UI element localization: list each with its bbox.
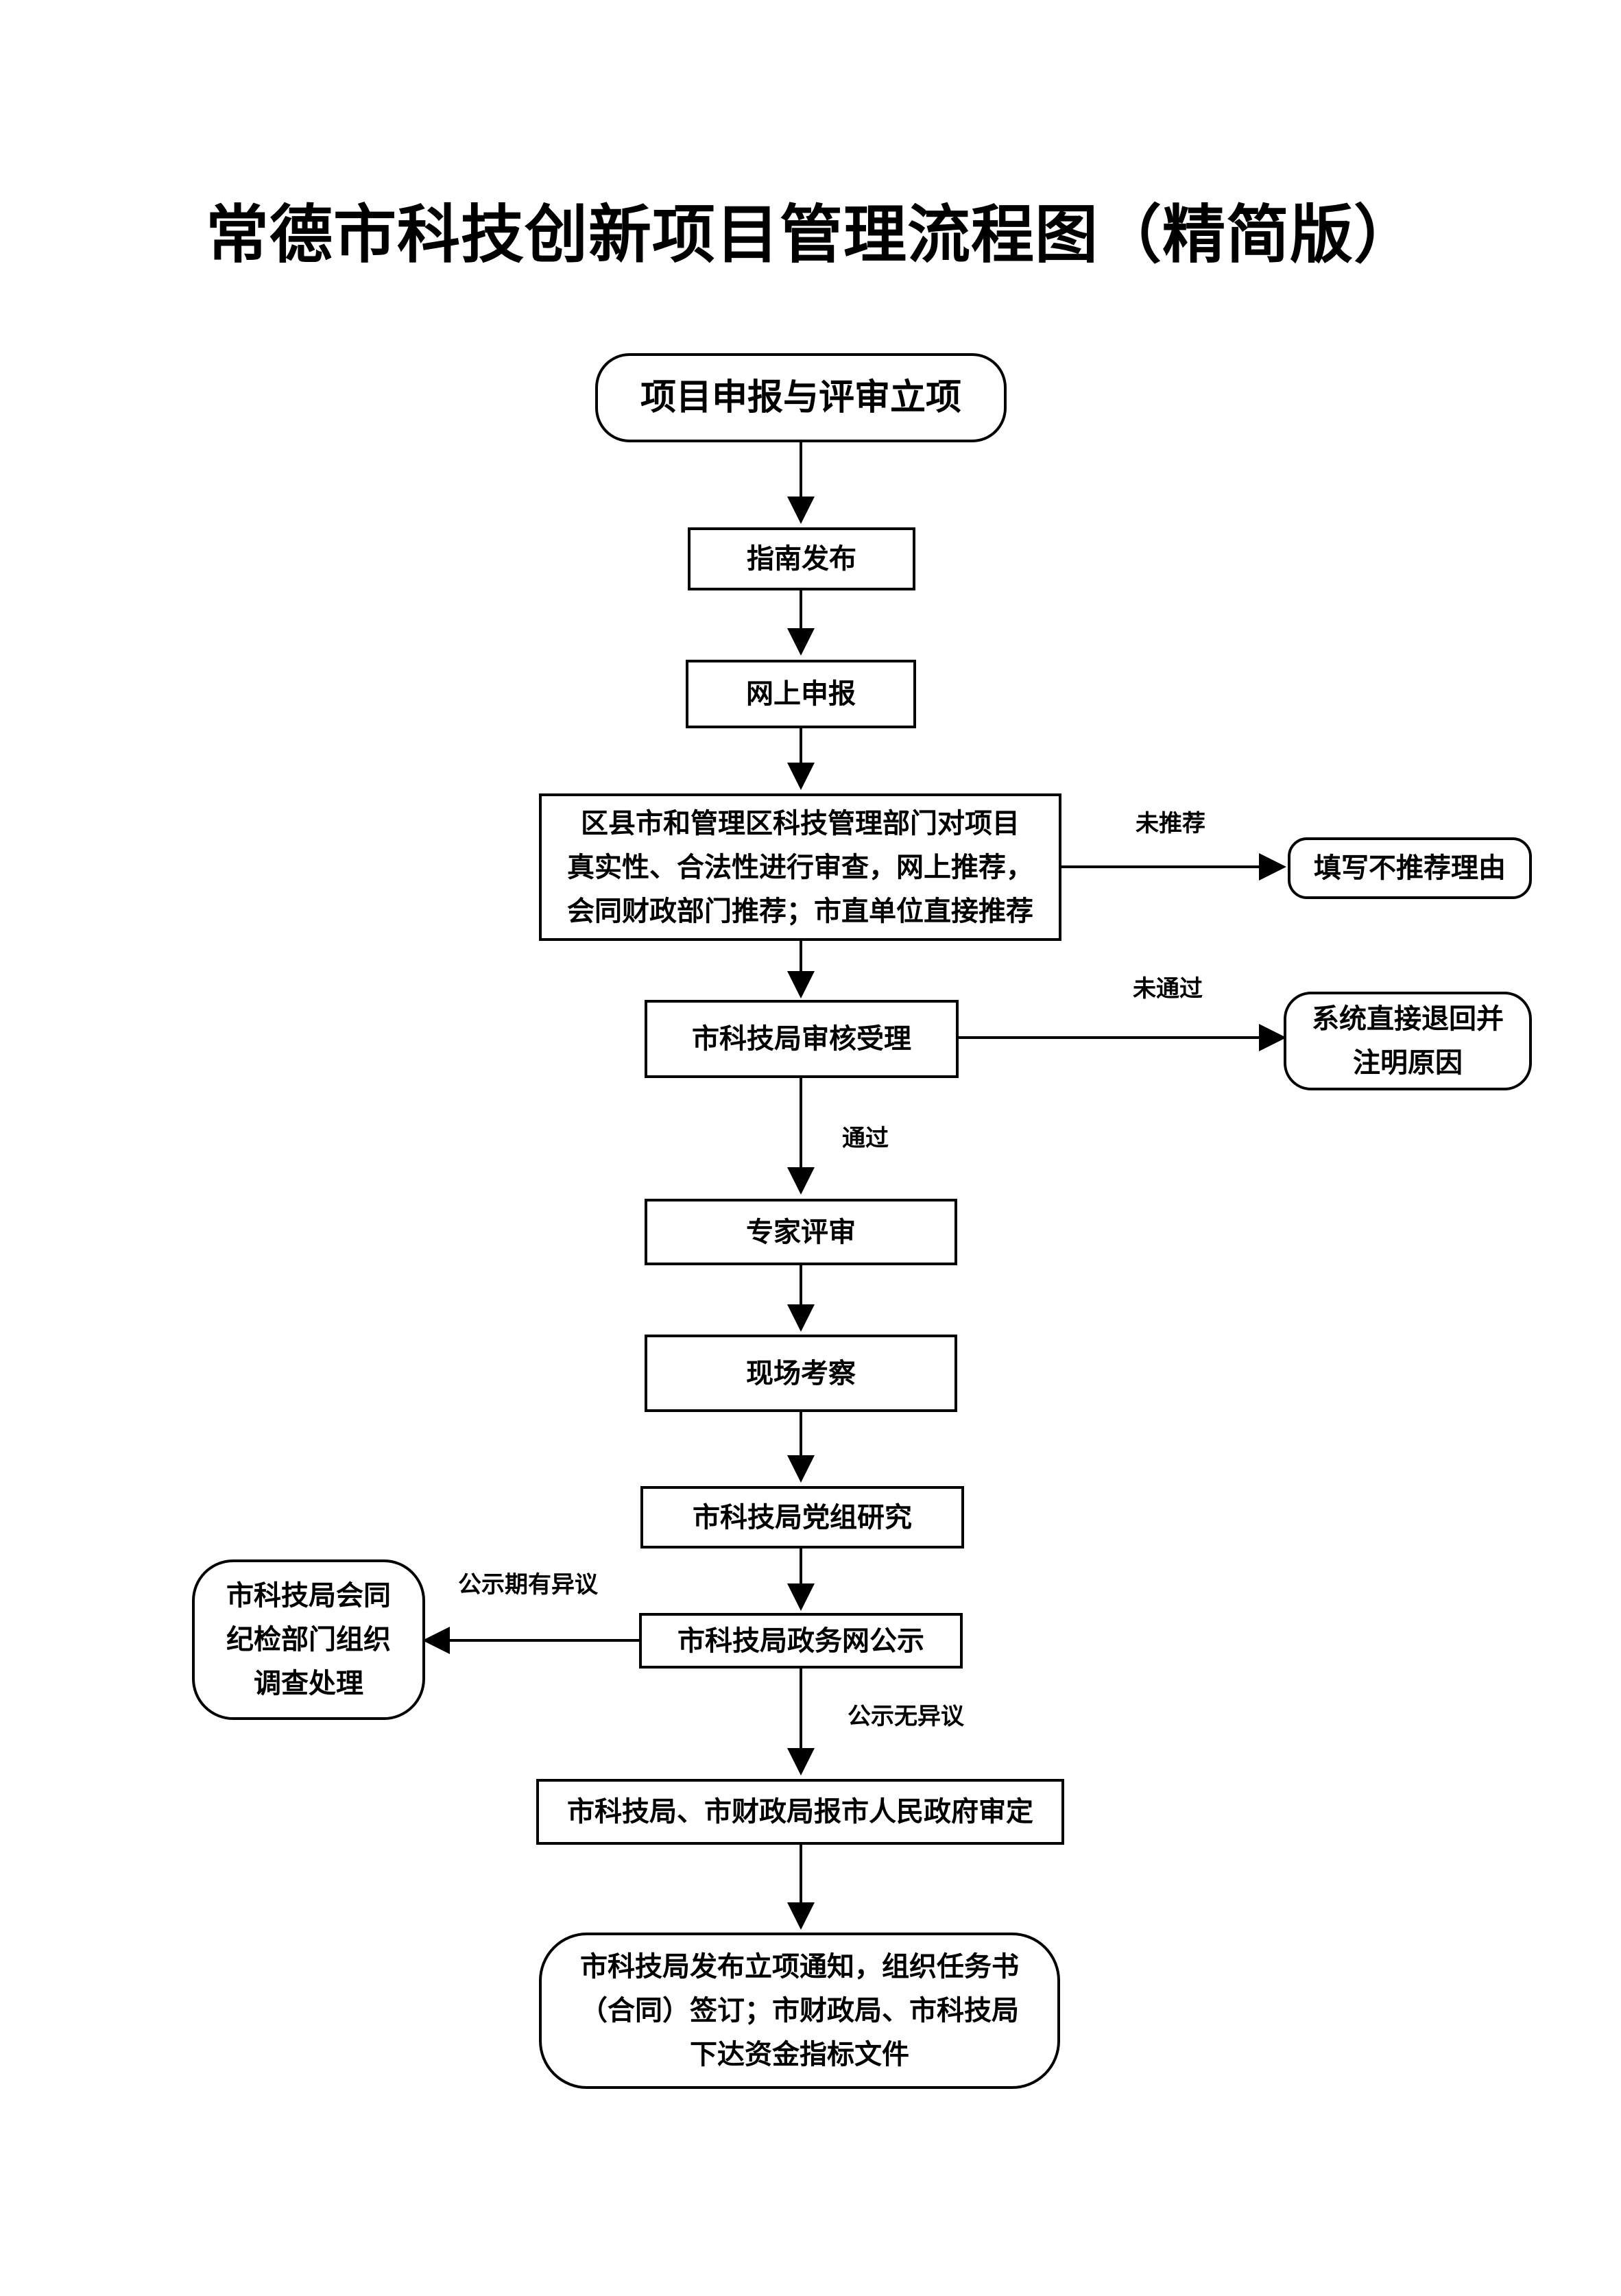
edge-label-not-passed: 未通过 — [1133, 975, 1203, 1003]
not-recommended-node: 填写不推荐理由 — [1288, 837, 1532, 899]
investigation-node: 市科技局会同 纪检部门组织 调查处理 — [192, 1559, 425, 1720]
gov-approval-label: 市科技局、市财政局报市人民政府审定 — [567, 1796, 1033, 1828]
online-node: 网上申报 — [686, 660, 916, 728]
online-node-label: 网上申报 — [746, 678, 856, 710]
not-recommended-label: 填写不推荐理由 — [1314, 852, 1506, 884]
final-line-3: 下达资金指标文件 — [690, 2039, 909, 2070]
gov-approval-node: 市科技局、市财政局报市人民政府审定 — [536, 1779, 1064, 1845]
investigation-line-2: 纪检部门组织 — [226, 1624, 391, 1655]
bureau-accept-node: 市科技局审核受理 — [645, 1000, 959, 1078]
publicity-node: 市科技局政务网公示 — [639, 1613, 963, 1669]
edge-label-no-objection: 公示无异议 — [848, 1703, 964, 1730]
returned-line-2: 注明原因 — [1353, 1047, 1463, 1079]
edge-label-passed: 通过 — [842, 1125, 889, 1152]
guide-node-label: 指南发布 — [747, 543, 856, 575]
start-node: 项目申报与评审立项 — [595, 353, 1007, 442]
district-review-line-3: 会同财政部门推荐；市直单位直接推荐 — [567, 895, 1033, 927]
start-node-label: 项目申报与评审立项 — [640, 377, 961, 418]
site-visit-label: 现场考察 — [746, 1357, 856, 1389]
party-group-node: 市科技局党组研究 — [640, 1486, 964, 1548]
district-review-node: 区县市和管理区科技管理部门对项目 真实性、合法性进行审查，网上推荐， 会同财政部… — [539, 793, 1061, 941]
district-review-line-2: 真实性、合法性进行审查，网上推荐， — [567, 851, 1033, 883]
party-group-label: 市科技局党组研究 — [693, 1501, 912, 1533]
returned-node: 系统直接退回并 注明原因 — [1284, 992, 1532, 1090]
final-line-1: 市科技局发布立项通知，组织任务书 — [580, 1951, 1019, 1983]
investigation-line-1: 市科技局会同 — [226, 1580, 391, 1612]
district-review-line-1: 区县市和管理区科技管理部门对项目 — [581, 807, 1020, 839]
page-title: 常德市科技创新项目管理流程图（精简版） — [206, 198, 1418, 272]
guide-node: 指南发布 — [688, 527, 915, 590]
expert-review-label: 专家评审 — [746, 1216, 856, 1248]
edge-label-not-recommended: 未推荐 — [1136, 810, 1205, 837]
final-line-2: （合同）签订；市财政局、市科技局 — [580, 1995, 1019, 2026]
final-node: 市科技局发布立项通知，组织任务书 （合同）签订；市财政局、市科技局 下达资金指标… — [539, 1933, 1060, 2089]
expert-review-node: 专家评审 — [645, 1199, 957, 1265]
publicity-label: 市科技局政务网公示 — [677, 1625, 924, 1657]
investigation-line-3: 调查处理 — [254, 1668, 363, 1699]
edge-label-objection: 公示期有异议 — [458, 1571, 598, 1599]
returned-line-1: 系统直接退回并 — [1312, 1003, 1504, 1035]
site-visit-node: 现场考察 — [645, 1335, 957, 1412]
bureau-accept-label: 市科技局审核受理 — [692, 1023, 911, 1055]
